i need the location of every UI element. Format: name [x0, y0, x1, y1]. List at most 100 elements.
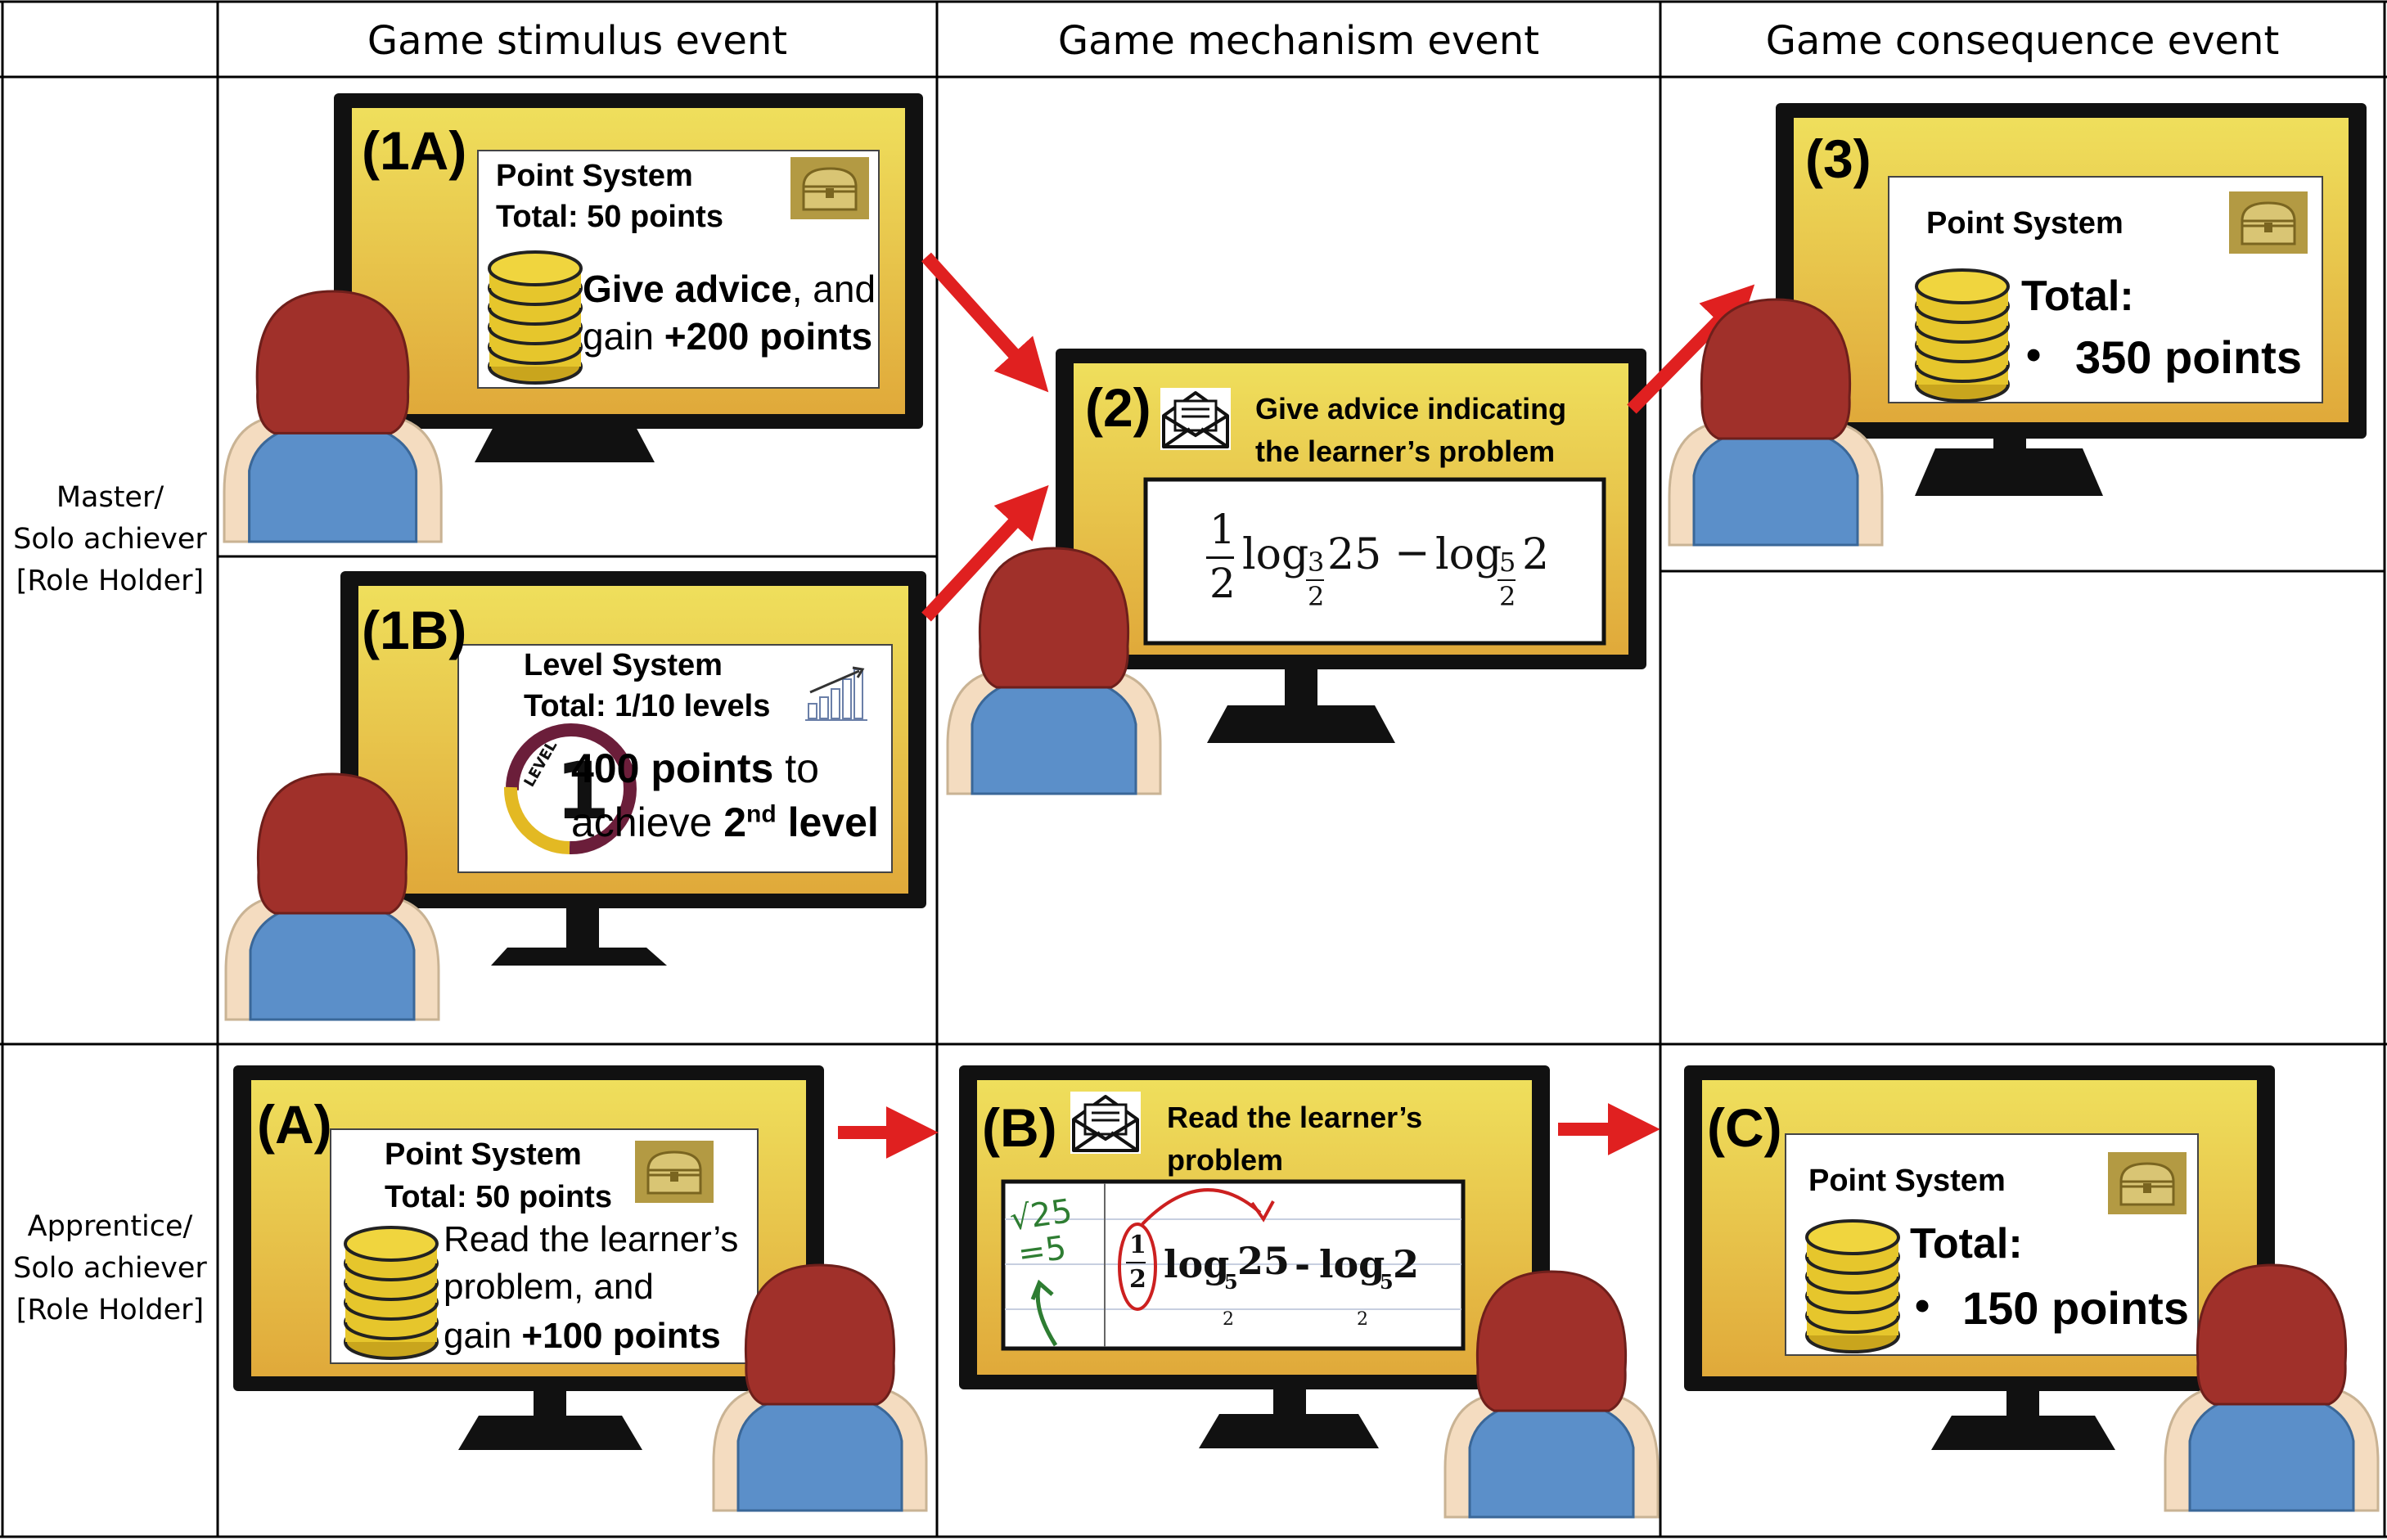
notebook-panel-b: [1001, 1179, 1466, 1351]
card-line: gain +100 points: [444, 1316, 721, 1357]
card-points: 150 points: [1962, 1282, 2189, 1334]
treasure-chest-icon: [633, 1139, 715, 1205]
message-line: Read the learner’s: [1167, 1101, 1423, 1134]
handwritten-notes: √25 =5: [1007, 1188, 1275, 1347]
log-word: log: [1319, 1242, 1385, 1286]
card-line: 400 points to: [571, 745, 819, 792]
red-arrow-icon: [921, 484, 1049, 622]
message-text: Give advice indicating the learner’s pro…: [1255, 388, 1566, 473]
treasure-chest-icon: [2227, 190, 2309, 255]
card-total: Total: 50 points: [385, 1180, 612, 1214]
card-title: Level System: [524, 648, 723, 682]
role-master: Master/ Solo achiever [Role Holder]: [2, 477, 218, 601]
log-arg: 25: [1327, 530, 1382, 579]
log-base-den: 2: [1499, 581, 1516, 612]
card-total: Total:: [2021, 272, 2134, 320]
screen-label-2: (2): [1085, 377, 1151, 438]
role-master-line: Solo achiever: [13, 522, 207, 556]
card-line: gain +200 points: [583, 314, 872, 358]
formula-panel-2: [1143, 477, 1606, 646]
frac-den: 2: [1129, 1265, 1146, 1294]
screen-label-a: (A): [257, 1094, 332, 1155]
card-bullet: •: [1915, 1282, 1930, 1330]
card-total: Total: 1/10 levels: [524, 689, 771, 723]
coin-stack-icon: [1915, 268, 2010, 403]
card-points: 350 points: [2075, 331, 2302, 383]
bar-chart-icon: [805, 666, 867, 721]
log-arg: 25: [1237, 1239, 1290, 1283]
message-line: Give advice indicating: [1255, 392, 1567, 426]
message-line: problem: [1167, 1143, 1284, 1178]
card-line-sup: nd: [746, 800, 777, 828]
header-consequence: Game consequence event: [1765, 18, 2280, 64]
card-title: Point System: [385, 1137, 582, 1172]
card-total: Total:: [1910, 1220, 2023, 1268]
scribble-root: √25: [1007, 1192, 1074, 1238]
minus-sign: -: [1295, 1242, 1311, 1286]
log-word: log: [1435, 530, 1502, 579]
card-line-bold: 400 points: [571, 745, 774, 791]
level-badge-icon: 1 LEVEL: [503, 723, 637, 855]
card-line: Give advice, and: [583, 267, 876, 311]
envelope-icon: [1159, 386, 1232, 452]
red-arrow-icon: [921, 252, 1049, 393]
card-line-bold: level: [776, 799, 879, 845]
frac-num: 1: [1209, 506, 1236, 553]
formula-2: 1 2 log 3 2 25 − log 5 2 2: [1203, 504, 1571, 619]
coin-stack-icon: [1805, 1219, 1900, 1353]
log-base-den: 2: [1357, 1309, 1368, 1330]
log-base-bar: [1306, 579, 1324, 581]
log-base-num: 3: [1308, 547, 1325, 578]
level-badge-number: 1: [556, 745, 610, 837]
envelope-icon: [1069, 1090, 1142, 1155]
role-master-line: [Role Holder]: [16, 564, 205, 597]
frac-bar: [1126, 1262, 1146, 1263]
notebook-formula: 1 2 log 5 2 25 - log 5 2 2: [1116, 1227, 1460, 1342]
card-line-bold: 2: [723, 799, 747, 845]
scribble-equals: =5: [1016, 1229, 1069, 1273]
card-line-pre: gain: [583, 315, 664, 358]
treasure-chest-icon: [2106, 1150, 2188, 1216]
role-apprentice: Apprentice/ Solo achiever [Role Holder]: [2, 1206, 218, 1331]
flow-arrows: [838, 252, 1755, 1159]
log-word: log: [1164, 1242, 1230, 1286]
card-title: Point System: [1808, 1164, 2006, 1198]
message-line: the learner’s problem: [1255, 435, 1556, 469]
screen-label-c: (C): [1707, 1097, 1782, 1158]
card-title: Point System: [496, 159, 693, 193]
screen-label-1a: (1A): [362, 120, 467, 181]
card-line-bold: +100 points: [521, 1316, 721, 1356]
card-line-rest: , and: [791, 268, 876, 310]
card-line: achieve 2nd level: [571, 799, 879, 846]
role-apprentice-line: [Role Holder]: [16, 1293, 205, 1326]
log-base-bar: [1498, 579, 1516, 581]
role-apprentice-line: Apprentice/: [27, 1210, 193, 1243]
frac-num: 1: [1129, 1231, 1146, 1259]
log-base-den: 2: [1223, 1309, 1234, 1330]
log-base-num: 5: [1380, 1270, 1394, 1294]
card-line-pre: achieve: [571, 799, 724, 845]
frac-bar: [1206, 556, 1234, 559]
card-title: Point System: [1926, 206, 2124, 241]
card-bullet: •: [2026, 331, 2042, 379]
log-arg: 2: [1393, 1242, 1420, 1286]
card-line-rest: to: [773, 745, 819, 791]
screen-label-1b: (1B): [362, 600, 467, 660]
log-arg: 2: [1522, 530, 1550, 579]
coin-stack-icon: [488, 250, 583, 385]
role-master-line: Master/: [56, 481, 164, 514]
card-line: Read the learner’s: [444, 1219, 739, 1259]
screen-label-b: (B): [982, 1097, 1057, 1158]
frac-den: 2: [1209, 560, 1236, 607]
card-line-bold: Give advice: [583, 268, 792, 310]
header-stimulus: Game stimulus event: [367, 18, 788, 64]
card-line-bold: +200 points: [664, 315, 873, 358]
coin-stack-icon: [344, 1226, 439, 1360]
card-total: Total: 50 points: [496, 200, 723, 234]
role-apprentice-line: Solo achiever: [13, 1251, 207, 1285]
card-line: problem, and: [444, 1267, 654, 1307]
screen-label-3: (3): [1805, 128, 1871, 189]
